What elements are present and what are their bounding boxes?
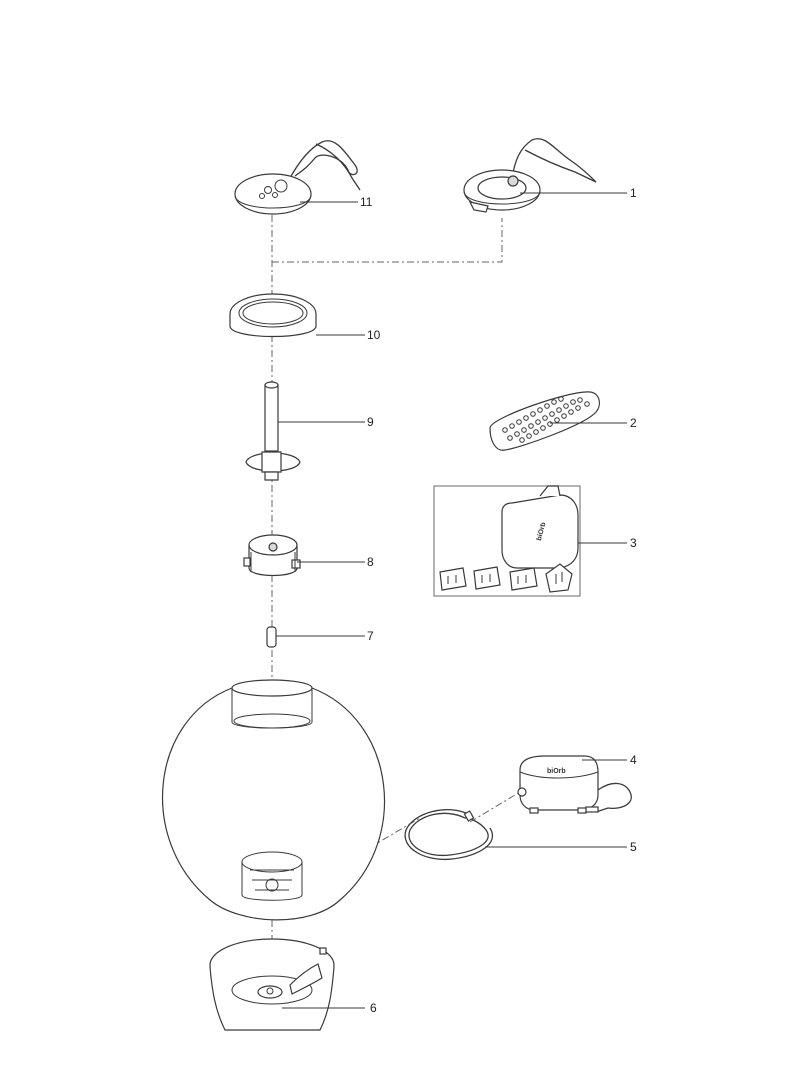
part-7-connector [266,626,277,648]
part-6-base [209,938,335,1031]
callout-4: 4 [630,753,637,767]
callout-5: 5 [630,840,637,854]
part-8-impeller-housing [243,534,301,577]
part-5-air-tube [404,809,493,861]
part-2-remote-control [489,391,600,451]
callout-8: 8 [367,555,374,569]
part-10-lid-ring [229,293,317,338]
callout-numbers: 1 2 3 4 5 6 7 8 9 10 11 [360,186,637,1015]
part-11-light-lid [234,140,361,215]
pump-logo: biOrb [547,768,566,775]
part-4-air-pump: biOrb [517,755,632,814]
part-1-light-ring [463,138,597,213]
callout-3: 3 [630,536,637,550]
remote-buttons [502,396,590,443]
callout-6: 6 [370,1001,377,1015]
callout-9: 9 [367,415,374,429]
leader-lines [276,192,627,1009]
callout-11: 11 [360,195,373,209]
part-3-power-adapter-set: biOrb [433,485,581,597]
globe-tank [161,679,386,921]
part-9-filter-tube [245,381,301,481]
callout-7: 7 [367,629,374,643]
callout-10: 10 [367,328,381,342]
adapter-logo: biOrb [536,522,548,542]
callout-2: 2 [630,416,637,430]
callout-1: 1 [630,186,637,200]
